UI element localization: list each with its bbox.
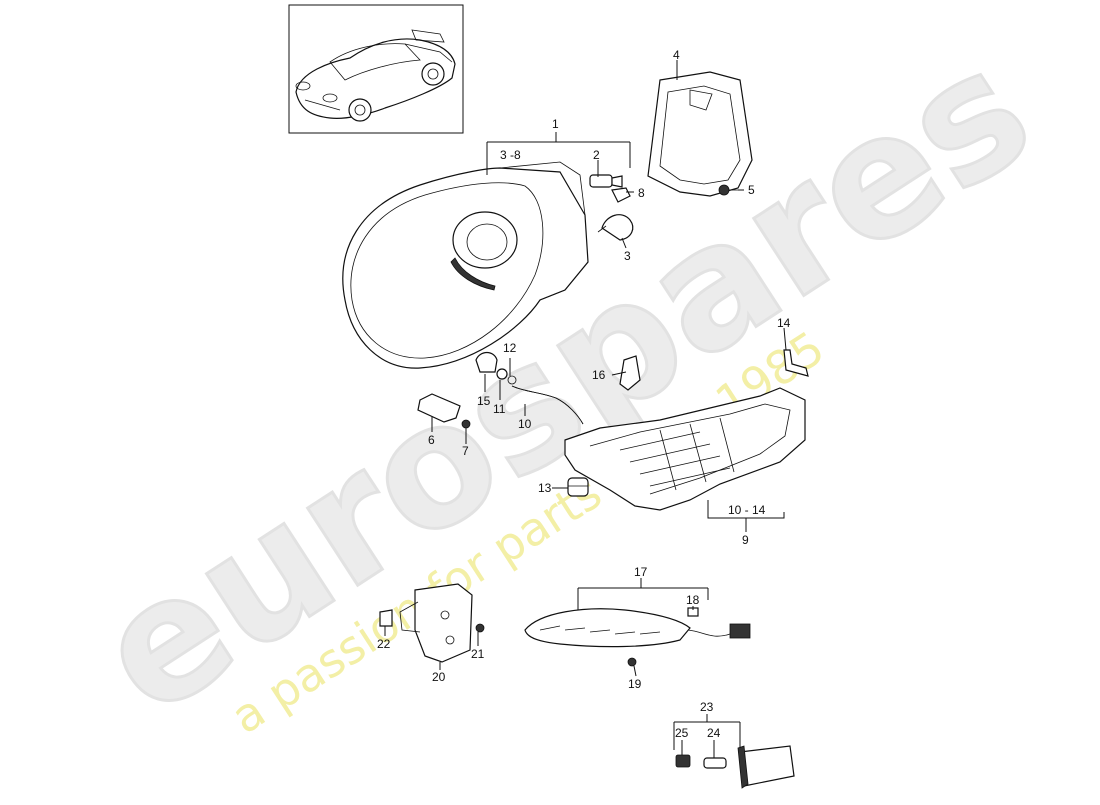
callout-16: 16 xyxy=(592,368,606,382)
callout-5: 5 xyxy=(748,183,755,197)
callout-22: 22 xyxy=(377,637,391,651)
clip-14-icon xyxy=(783,349,809,377)
clip-22-icon xyxy=(379,609,393,627)
tube-10-icon xyxy=(511,385,584,425)
socket-25-icon xyxy=(675,754,691,768)
callout-18: 18 xyxy=(686,593,700,607)
plug-13-icon xyxy=(567,477,589,497)
ring-12-icon xyxy=(507,375,517,385)
callout-3-8: 3 -8 xyxy=(500,148,521,162)
callout-8: 8 xyxy=(638,186,645,200)
callout-20: 20 xyxy=(432,670,446,684)
side-marker-23-icon xyxy=(737,745,795,789)
callout-13: 13 xyxy=(538,481,552,495)
leader-lines xyxy=(384,60,787,758)
control-module-20-icon xyxy=(399,583,473,663)
callout-11: 11 xyxy=(493,402,506,416)
callout-21: 21 xyxy=(471,647,485,661)
bulb-2-icon xyxy=(589,174,623,188)
callout-3: 3 xyxy=(624,249,631,263)
callout-10: 10 xyxy=(518,417,532,431)
vehicle-thumbnail xyxy=(288,4,464,134)
screw-7-icon xyxy=(461,419,471,429)
callout-1: 1 xyxy=(552,117,559,131)
module-6-icon xyxy=(417,393,461,423)
bulb-24-icon xyxy=(703,757,727,769)
car-icon xyxy=(295,29,456,122)
callout-23: 23 xyxy=(700,700,714,714)
undertray-9-icon xyxy=(564,387,806,511)
screw-21-icon xyxy=(475,623,485,633)
callout-24: 24 xyxy=(707,726,721,740)
callout-12: 12 xyxy=(503,341,517,355)
callout-14: 14 xyxy=(777,316,791,330)
callout-labels: 1 3 -8 2 8 3 4 5 14 12 16 15 11 10 6 7 1… xyxy=(377,48,791,740)
callout-10-14: 10 - 14 xyxy=(728,503,766,517)
callout-25: 25 xyxy=(675,726,689,740)
bracket-16-icon xyxy=(619,355,641,391)
cap-15-icon xyxy=(475,351,498,373)
seal-11-icon xyxy=(496,368,508,380)
callout-17: 17 xyxy=(634,565,648,579)
callout-9: 9 xyxy=(742,533,749,547)
callout-6: 6 xyxy=(428,433,435,447)
bulb-8-icon xyxy=(611,187,631,203)
callout-7: 7 xyxy=(462,444,469,458)
callout-4: 4 xyxy=(673,48,680,62)
housing-cover-4-icon xyxy=(647,71,753,197)
bulb-3-icon xyxy=(597,214,634,241)
callout-2: 2 xyxy=(593,148,600,162)
callout-15: 15 xyxy=(477,394,491,408)
led-light-17-icon xyxy=(524,608,751,648)
screw-19-icon xyxy=(627,657,637,667)
screw-5-icon xyxy=(718,184,738,196)
headlamp-assembly xyxy=(342,161,589,369)
callout-19: 19 xyxy=(628,677,642,691)
